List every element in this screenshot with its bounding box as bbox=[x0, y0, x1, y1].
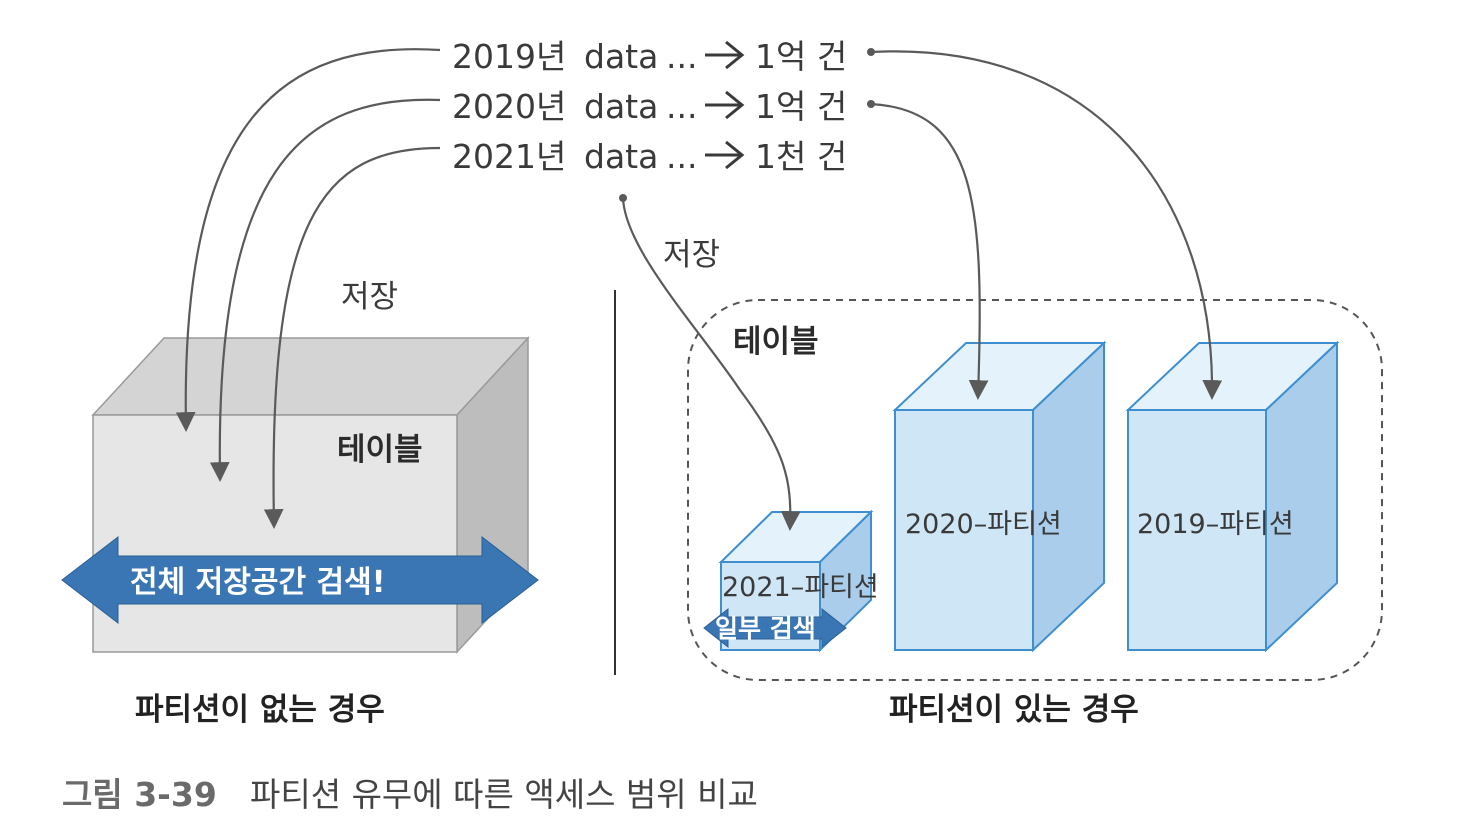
data-line-dots: ... bbox=[666, 37, 697, 76]
data-line-count: 1억 건 bbox=[755, 87, 847, 126]
data-line-data: data bbox=[584, 37, 658, 76]
data-line-2020: 2020년 data ... 1억 건 bbox=[452, 87, 847, 126]
data-line-count: 1억 건 bbox=[755, 37, 847, 76]
data-line-year: 2021년 bbox=[452, 137, 566, 176]
double-arrow-shape bbox=[61, 535, 539, 625]
flow-line-2019-right bbox=[870, 50, 1223, 400]
box-front-face bbox=[1127, 409, 1267, 651]
data-line-2019: 2019년 data ... 1억 건 bbox=[452, 37, 847, 76]
box-front-face bbox=[92, 414, 458, 653]
data-line-year: 2019년 bbox=[452, 37, 566, 76]
data-line-dots: ... bbox=[666, 137, 697, 176]
box-front-face bbox=[894, 409, 1034, 651]
unpartitioned-table-box bbox=[91, 336, 530, 654]
figure-caption: 파티션 유무에 따른 액세스 범위 비교 bbox=[250, 775, 758, 814]
case-label-no-partition: 파티션이 없는 경우 bbox=[135, 692, 385, 728]
full-scan-arrow: 전체 저장공간 검색! bbox=[61, 535, 539, 625]
flow-line-2021-left bbox=[263, 146, 441, 529]
data-line-data: data bbox=[584, 137, 658, 176]
data-line-count: 1천 건 bbox=[755, 137, 847, 176]
flow-line-2019-left bbox=[175, 48, 441, 432]
flow-line-2020-right bbox=[870, 102, 989, 400]
data-lines: 2019년 data ... 1억 건 2020년 data ... 1억 건 … bbox=[452, 37, 847, 176]
partition-2019-box: 2019–파티션 bbox=[1125, 340, 1340, 653]
store-label: 저장 bbox=[341, 279, 398, 315]
right-arrow-icon bbox=[705, 90, 745, 120]
full-scan-label: 전체 저장공간 검색! bbox=[130, 565, 385, 600]
partial-scan-label: 일부 검색 bbox=[715, 614, 816, 643]
right-arrow-icon bbox=[705, 140, 745, 170]
partition-label: 2019–파티션 bbox=[1137, 509, 1294, 540]
origin-dot bbox=[867, 48, 875, 56]
data-line-2021: 2021년 data ... 1천 건 bbox=[452, 137, 847, 176]
origin-dot bbox=[619, 194, 627, 202]
data-line-data: data bbox=[584, 87, 658, 126]
table-label: 테이블 bbox=[337, 432, 423, 468]
right-flow-lines bbox=[621, 50, 1223, 531]
partition-2020-box: 2020–파티션 bbox=[892, 340, 1107, 653]
origin-dot bbox=[867, 100, 875, 108]
data-line-dots: ... bbox=[666, 87, 697, 126]
partial-scan-arrow: 일부 검색 bbox=[703, 607, 847, 649]
double-arrow-shape bbox=[703, 607, 847, 649]
partition-label: 2021–파티션 bbox=[722, 572, 879, 603]
left-flow-lines bbox=[175, 48, 441, 529]
box-top-face bbox=[91, 337, 530, 416]
right-arrow-icon bbox=[705, 40, 745, 70]
store-label: 저장 bbox=[663, 237, 720, 273]
figure-number: 그림 3-39 bbox=[62, 775, 217, 814]
partitioned-table-boundary bbox=[687, 299, 1383, 681]
data-line-year: 2020년 bbox=[452, 87, 566, 126]
case-label-with-partition: 파티션이 있는 경우 bbox=[889, 692, 1139, 728]
partition-label: 2020–파티션 bbox=[905, 509, 1062, 540]
table-label: 테이블 bbox=[733, 324, 819, 360]
flow-line-2021-right bbox=[621, 197, 801, 531]
flow-line-2020-left bbox=[209, 98, 441, 482]
